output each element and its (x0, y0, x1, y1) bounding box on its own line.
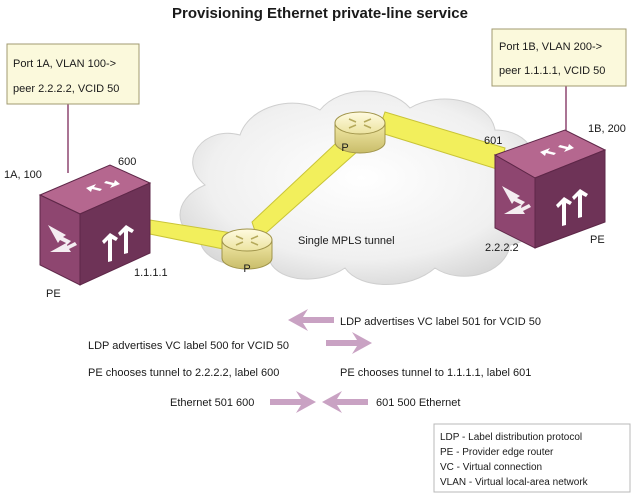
ethernet-501-600: Ethernet 501 600 (170, 397, 254, 409)
ldp-advertise-500: LDP advertises VC label 500 for VCID 50 (88, 340, 289, 352)
right-port-box: Port 1B, VLAN 200-> peer 1.1.1.1, VCID 5… (491, 28, 627, 87)
p-router-bottom-label: P (243, 263, 250, 275)
right-tunnel-label: 601 (484, 135, 502, 147)
ethernet-601-500: 601 500 Ethernet (376, 397, 460, 409)
left-pe-label: PE (46, 288, 61, 300)
pe-router-left (38, 164, 152, 286)
ldp-left-arrow (326, 332, 372, 354)
left-box-line1: Port 1A, VLAN 100-> (13, 58, 116, 70)
left-port-label: 1A, 100 (4, 169, 42, 181)
pe-right-arrows-icon (502, 144, 588, 226)
mpls-tunnel (139, 111, 506, 253)
right-box-line2: peer 1.1.1.1, VCID 50 (499, 65, 605, 77)
message-arrows (270, 309, 372, 413)
diagram-title: Provisioning Ethernet private-line servi… (172, 5, 468, 22)
right-box-line1: Port 1B, VLAN 200-> (499, 41, 602, 53)
left-port-box: Port 1A, VLAN 100-> peer 2.2.2.2, VCID 5… (6, 43, 140, 105)
right-pe-label: PE (590, 234, 605, 246)
pe-choose-tunnel-600: PE chooses tunnel to 2.2.2.2, label 600 (88, 367, 279, 379)
left-box-line2: peer 2.2.2.2, VCID 50 (13, 83, 119, 95)
ldp-advertise-501: LDP advertises VC label 501 for VCID 50 (340, 316, 541, 328)
mpls-tunnel-label: Single MPLS tunnel (298, 235, 395, 247)
pe-left-arrows-icon (48, 180, 134, 262)
ldp-right-arrow (288, 309, 334, 331)
p-router-bottom-arrows-icon (235, 235, 259, 246)
eth-right-arrow (322, 391, 368, 413)
left-tunnel-label: 600 (118, 156, 136, 168)
p-router-top-arrows-icon (348, 118, 372, 129)
legend-item: VC - Virtual connection (440, 462, 542, 473)
legend-item: VLAN - Virtual local-area network (440, 477, 589, 488)
legend-item: PE - Provider edge router (440, 447, 554, 458)
pe-router-right (493, 129, 607, 249)
p-router-bottom: P (221, 228, 273, 275)
legend: LDP - Label distribution protocol PE - P… (433, 423, 631, 493)
pe-choose-tunnel-601: PE chooses tunnel to 1.1.1.1, label 601 (340, 367, 531, 379)
p-router-top-label: P (341, 142, 348, 154)
p-router-top: P (334, 111, 386, 154)
eth-left-arrow (270, 391, 316, 413)
legend-item: LDP - Label distribution protocol (440, 432, 582, 443)
right-port-label: 1B, 200 (588, 123, 626, 135)
right-address-label: 2.2.2.2 (485, 242, 519, 254)
left-address-label: 1.1.1.1 (134, 267, 168, 279)
